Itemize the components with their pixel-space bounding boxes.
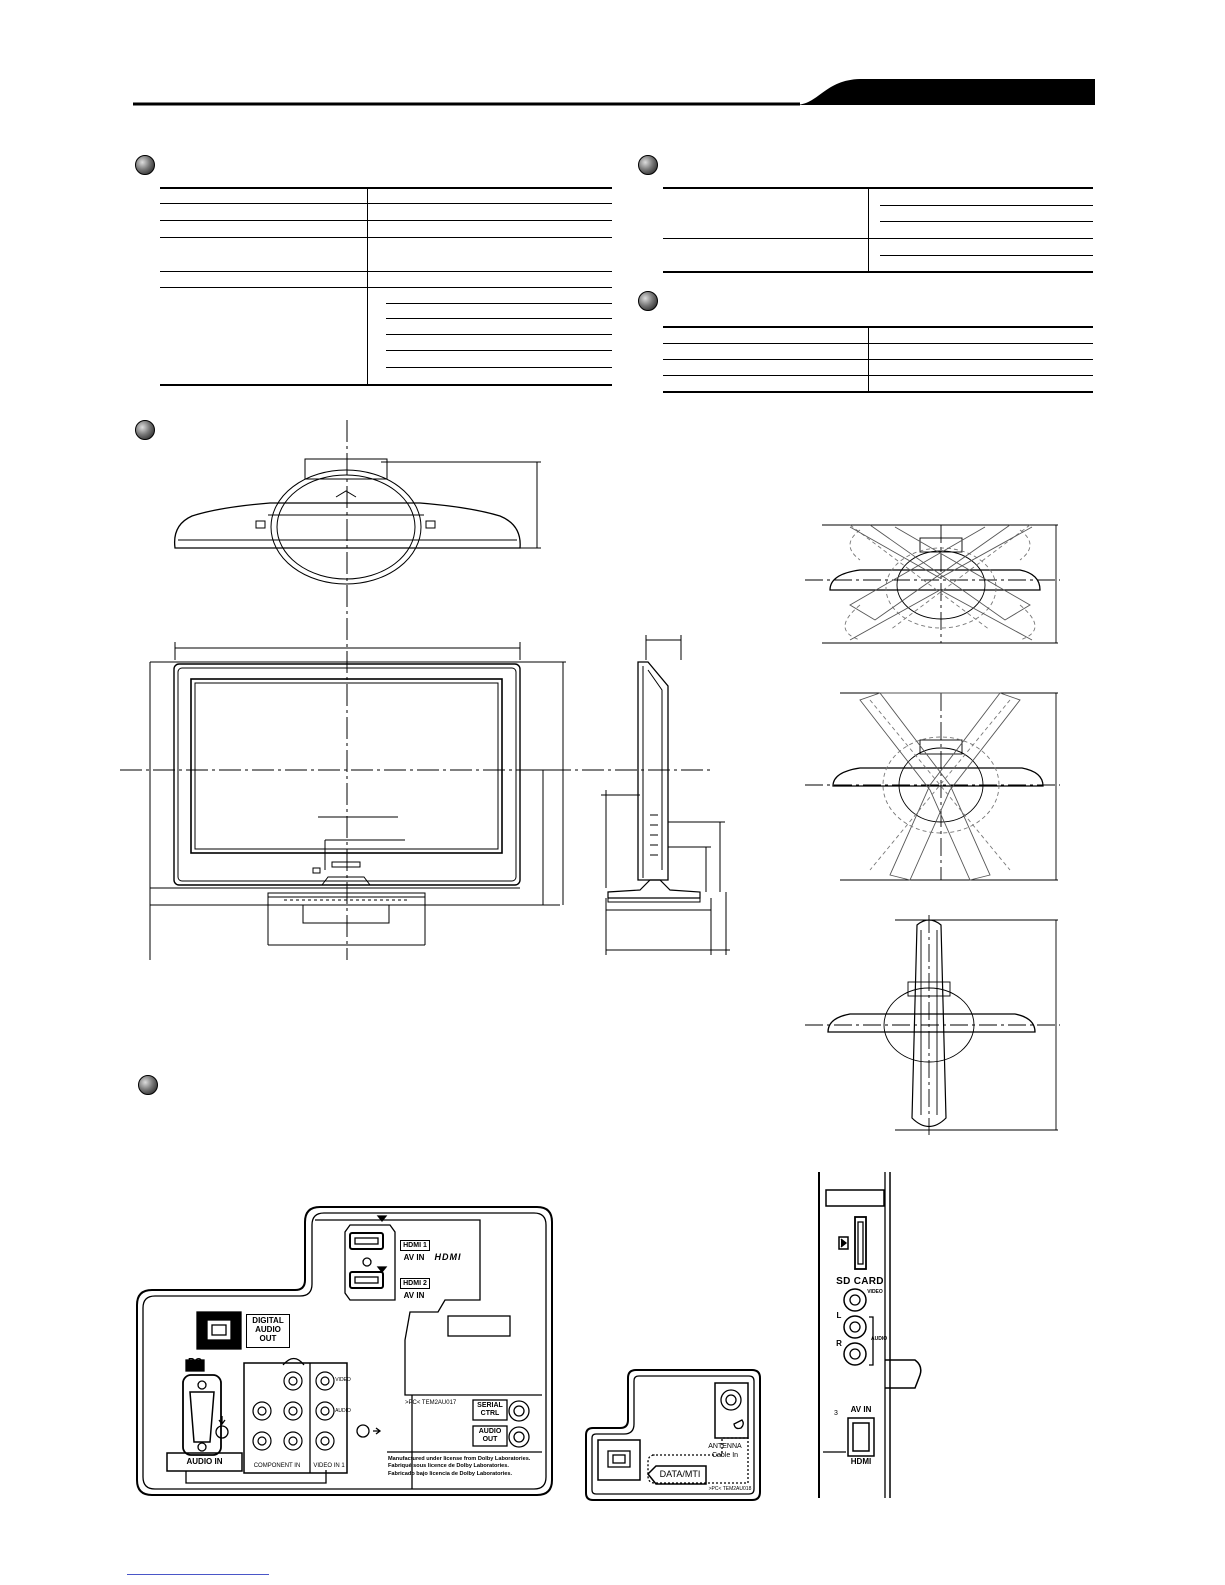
section-bullet-dimensions	[135, 420, 155, 440]
hdmi2-badge: HDMI 2	[400, 1278, 430, 1289]
data-mti-label: DATA/MTI	[659, 1469, 701, 1479]
side-r-label: R	[836, 1339, 842, 1348]
serial-ctrl-label: SERIAL CTRL	[477, 1402, 503, 1417]
hdmi1-badge: HDMI 1	[400, 1240, 430, 1251]
component-in-label: COMPONENT IN	[253, 1463, 301, 1469]
antenna-label: ANTENNA Cable In	[708, 1443, 742, 1460]
video-in-1-label: VIDEO IN 1	[313, 1463, 345, 1469]
audio-out-label: AUDIO OUT	[478, 1428, 502, 1443]
tv-front-view-drawing	[120, 642, 710, 960]
section-bullet-power	[638, 155, 658, 175]
digital-audio-out-label: DIGITAL AUDIO OUT	[246, 1314, 290, 1348]
section-bullet-specifications	[135, 155, 155, 175]
tv-top-view-drawing	[173, 420, 541, 960]
hdmi1-avin: AV IN	[403, 1253, 425, 1262]
side-l-label: L	[836, 1311, 842, 1320]
header-bar	[133, 79, 1095, 106]
section-bullet-terminals	[138, 1075, 158, 1095]
swivel-diagram-2	[805, 692, 1060, 881]
side-number: 3	[834, 1410, 838, 1417]
rear-model-code: >PC< TEM2AU017	[405, 1400, 457, 1406]
footer-link[interactable]	[127, 1574, 269, 1575]
swivel-diagram-1	[805, 524, 1060, 644]
hdmi2-avin: AV IN	[403, 1291, 425, 1300]
sd-card-label: SD CARD	[836, 1276, 884, 1287]
sd-card-icon	[838, 1236, 849, 1250]
dolby-notice: Manufactured under license from Dolby La…	[388, 1456, 531, 1477]
swivel-diagram-3	[805, 915, 1060, 1135]
section-bullet-weight	[638, 291, 658, 311]
rear-audio-label: AUDIO	[335, 1408, 351, 1414]
hdmi-logo: HDMI	[434, 1252, 462, 1262]
pc-label: PC	[188, 1357, 202, 1368]
audio-in-label: AUDIO IN	[186, 1457, 223, 1466]
tv-side-view-drawing	[601, 635, 730, 955]
antenna-model-code: >PC< TEM2AU018	[708, 1486, 752, 1492]
side-hdmi-label: HDMI	[850, 1457, 872, 1466]
side-audio-label: AUDIO	[871, 1336, 888, 1342]
side-video-label: VIDEO	[867, 1289, 883, 1295]
side-avin-label: AV IN	[850, 1405, 872, 1414]
rear-video-label: VIDEO	[335, 1377, 351, 1383]
